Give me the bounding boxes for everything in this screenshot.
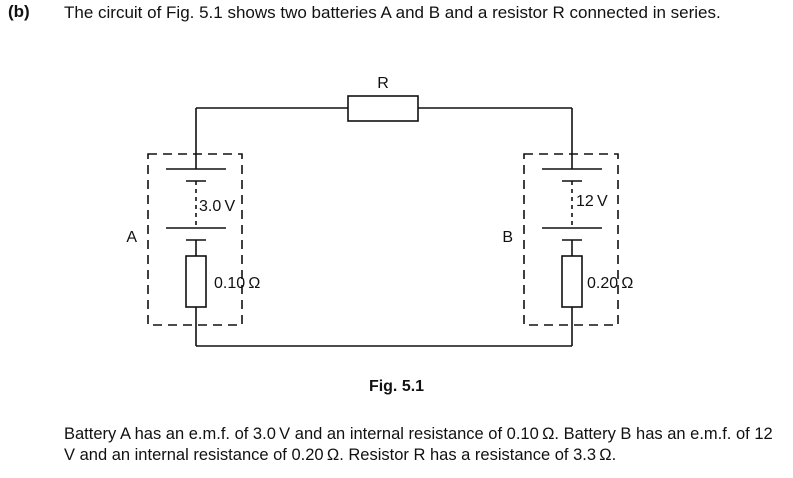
- figure-caption: Fig. 5.1: [368, 378, 425, 395]
- battery-a-resistance-label: 0.10 Ω: [214, 275, 260, 292]
- problem-paragraph: Battery A has an e.m.f. of 3.0 V and an …: [64, 425, 776, 464]
- resistor-r-label: R: [377, 75, 389, 92]
- battery-a-dashed-box: [147, 153, 243, 326]
- resistor-r: [347, 95, 419, 122]
- battery-b-emf-label: 12 V: [576, 193, 608, 210]
- battery-b-dashed-box: [523, 153, 619, 326]
- battery-b-label: B: [502, 229, 513, 246]
- question-text: The circuit of Fig. 5.1 shows two batter…: [64, 3, 721, 22]
- battery-b-internal-resistor: [561, 255, 583, 308]
- battery-a-emf-label: 3.0 V: [199, 198, 235, 215]
- battery-a-internal-resistor: [185, 255, 207, 308]
- question-label: (b): [8, 2, 30, 21]
- battery-b-resistance-label: 0.20 Ω: [587, 275, 633, 292]
- battery-a-label: A: [126, 229, 137, 246]
